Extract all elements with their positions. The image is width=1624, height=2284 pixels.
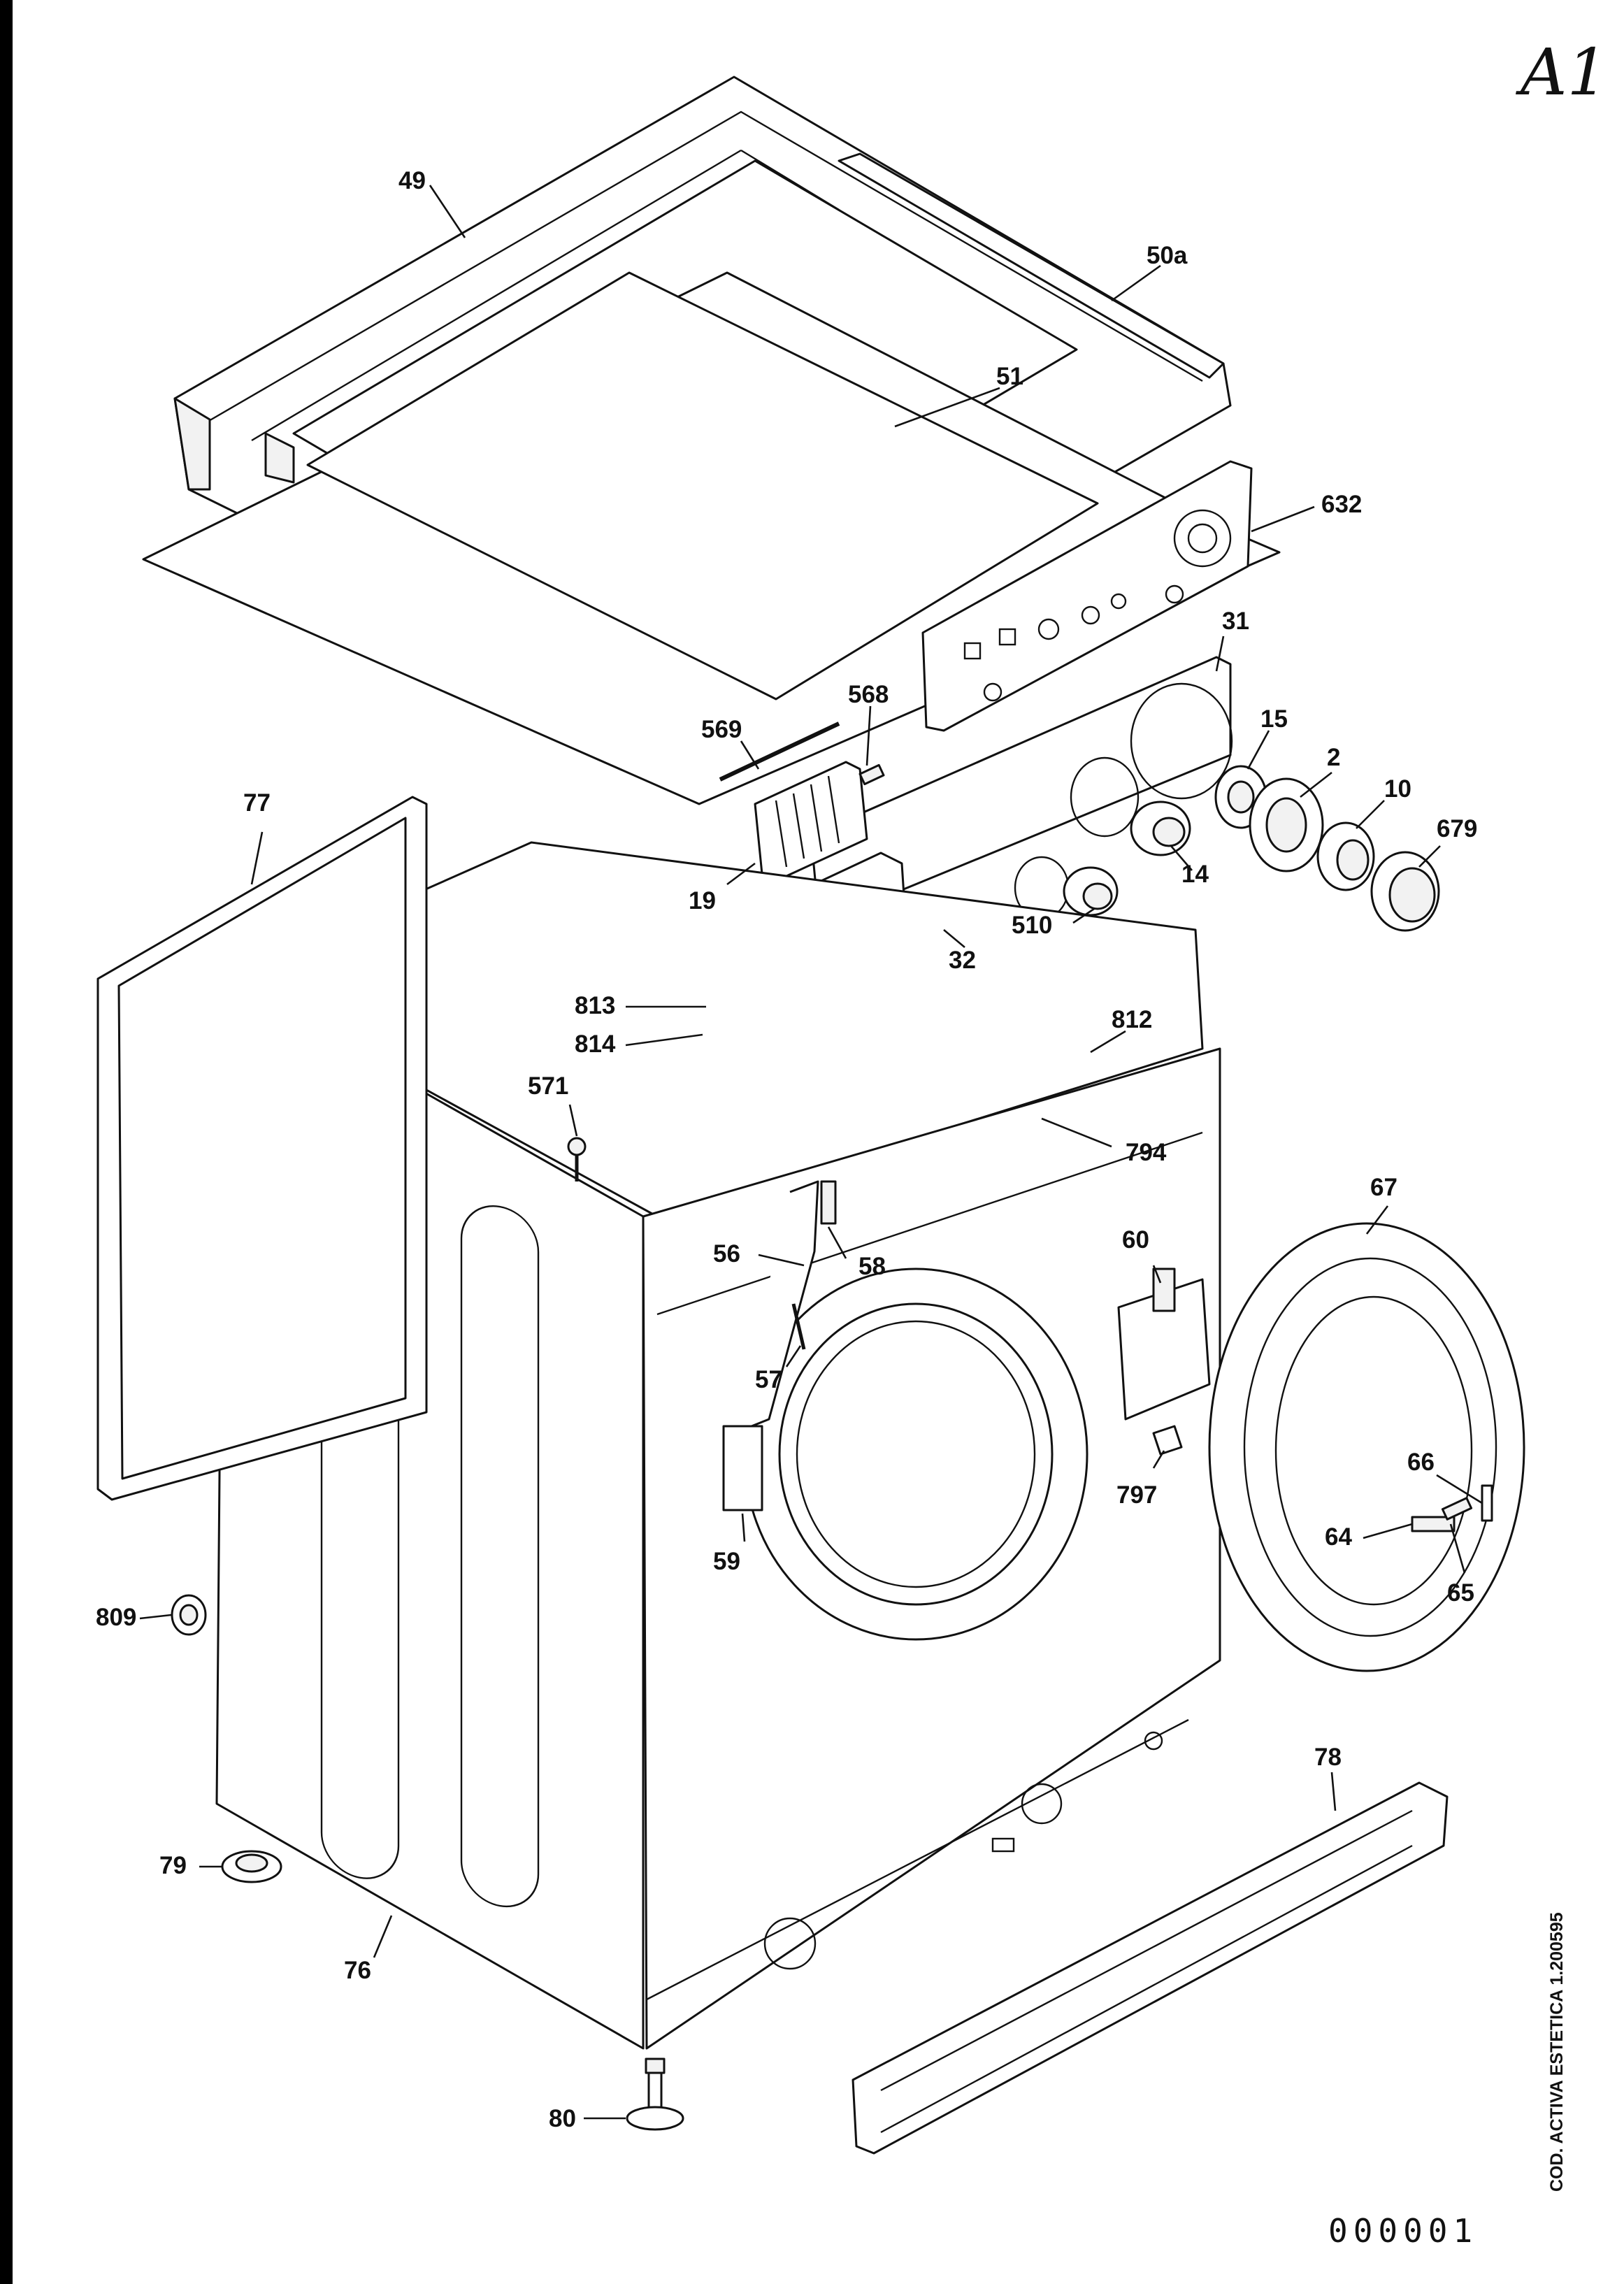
screw-571 <box>567 1137 587 1181</box>
callout-797: 797 <box>1116 1481 1157 1509</box>
callout-794: 794 <box>1126 1139 1167 1166</box>
callout-2: 2 <box>1327 744 1340 771</box>
callout-58: 58 <box>858 1253 886 1280</box>
callout-31: 31 <box>1222 608 1249 635</box>
selector-knob-510 <box>1063 866 1119 917</box>
door-hook-pin <box>1481 1484 1493 1522</box>
cap-plug-809 <box>171 1594 207 1636</box>
callout-809: 809 <box>96 1604 136 1631</box>
scan-edge-bar <box>0 0 13 2284</box>
callout-10: 10 <box>1384 775 1411 803</box>
callout-568: 568 <box>848 681 889 708</box>
callout-labels: 49 50a 51 632 31 568 569 15 2 10 679 14 … <box>96 167 1477 2132</box>
callout-569: 569 <box>701 716 742 743</box>
callout-65: 65 <box>1447 1579 1474 1607</box>
catalog-code: COD. ACTIVA ESTETICA 1.200595 <box>1547 1912 1567 2192</box>
sheet-number: 000001 <box>1328 2212 1478 2250</box>
callout-812: 812 <box>1112 1006 1152 1033</box>
callout-80: 80 <box>549 2105 576 2132</box>
callout-50a: 50a <box>1147 242 1188 269</box>
callout-51: 51 <box>996 363 1023 390</box>
knob-spindle-10 <box>1316 821 1375 891</box>
callout-49: 49 <box>398 167 426 194</box>
door-hinge-block <box>1152 1425 1183 1456</box>
callout-56: 56 <box>713 1240 740 1267</box>
interlock-spring <box>791 1303 806 1350</box>
knob-dial-2 <box>1249 777 1324 872</box>
page-tag: A1 <box>1515 35 1608 110</box>
callout-59: 59 <box>713 1548 740 1575</box>
porthole-door <box>1208 1222 1525 1672</box>
callout-57: 57 <box>755 1366 782 1393</box>
callout-679: 679 <box>1437 815 1477 842</box>
interlock-lever <box>820 1180 837 1225</box>
callout-67: 67 <box>1370 1174 1397 1201</box>
leader-lines <box>139 185 1483 2120</box>
door-interlock <box>722 1425 763 1511</box>
lid-panel <box>306 271 1099 701</box>
callout-32: 32 <box>949 947 976 974</box>
foot-pad-79 <box>221 1850 282 1883</box>
selector-knob-14 <box>1130 800 1191 856</box>
knob-cap-679 <box>1370 851 1440 932</box>
callout-79: 79 <box>159 1852 187 1879</box>
plinth-kickplate <box>851 1781 1449 2155</box>
callout-60: 60 <box>1122 1226 1149 1254</box>
door-hinge <box>1117 1267 1211 1421</box>
callout-813: 813 <box>575 992 615 1019</box>
callout-571: 571 <box>528 1072 568 1100</box>
callout-19: 19 <box>689 887 716 914</box>
adjustable-foot-80 <box>626 2057 684 2131</box>
callout-14: 14 <box>1181 861 1209 888</box>
callout-66: 66 <box>1407 1449 1435 1476</box>
callout-510: 510 <box>1012 912 1052 939</box>
interlock-bracket <box>733 1180 819 1435</box>
callout-78: 78 <box>1314 1744 1342 1771</box>
control-board-plate <box>921 460 1253 732</box>
callout-632: 632 <box>1321 491 1362 518</box>
button-spring <box>858 763 885 786</box>
button-pin <box>719 721 840 782</box>
rear-seal-frame <box>96 796 428 1501</box>
door-hook <box>1441 1497 1473 1521</box>
callout-64: 64 <box>1325 1523 1352 1551</box>
callout-814: 814 <box>575 1030 616 1058</box>
callout-15: 15 <box>1260 705 1288 733</box>
callout-76: 76 <box>344 1957 371 1984</box>
callout-77: 77 <box>243 789 271 817</box>
